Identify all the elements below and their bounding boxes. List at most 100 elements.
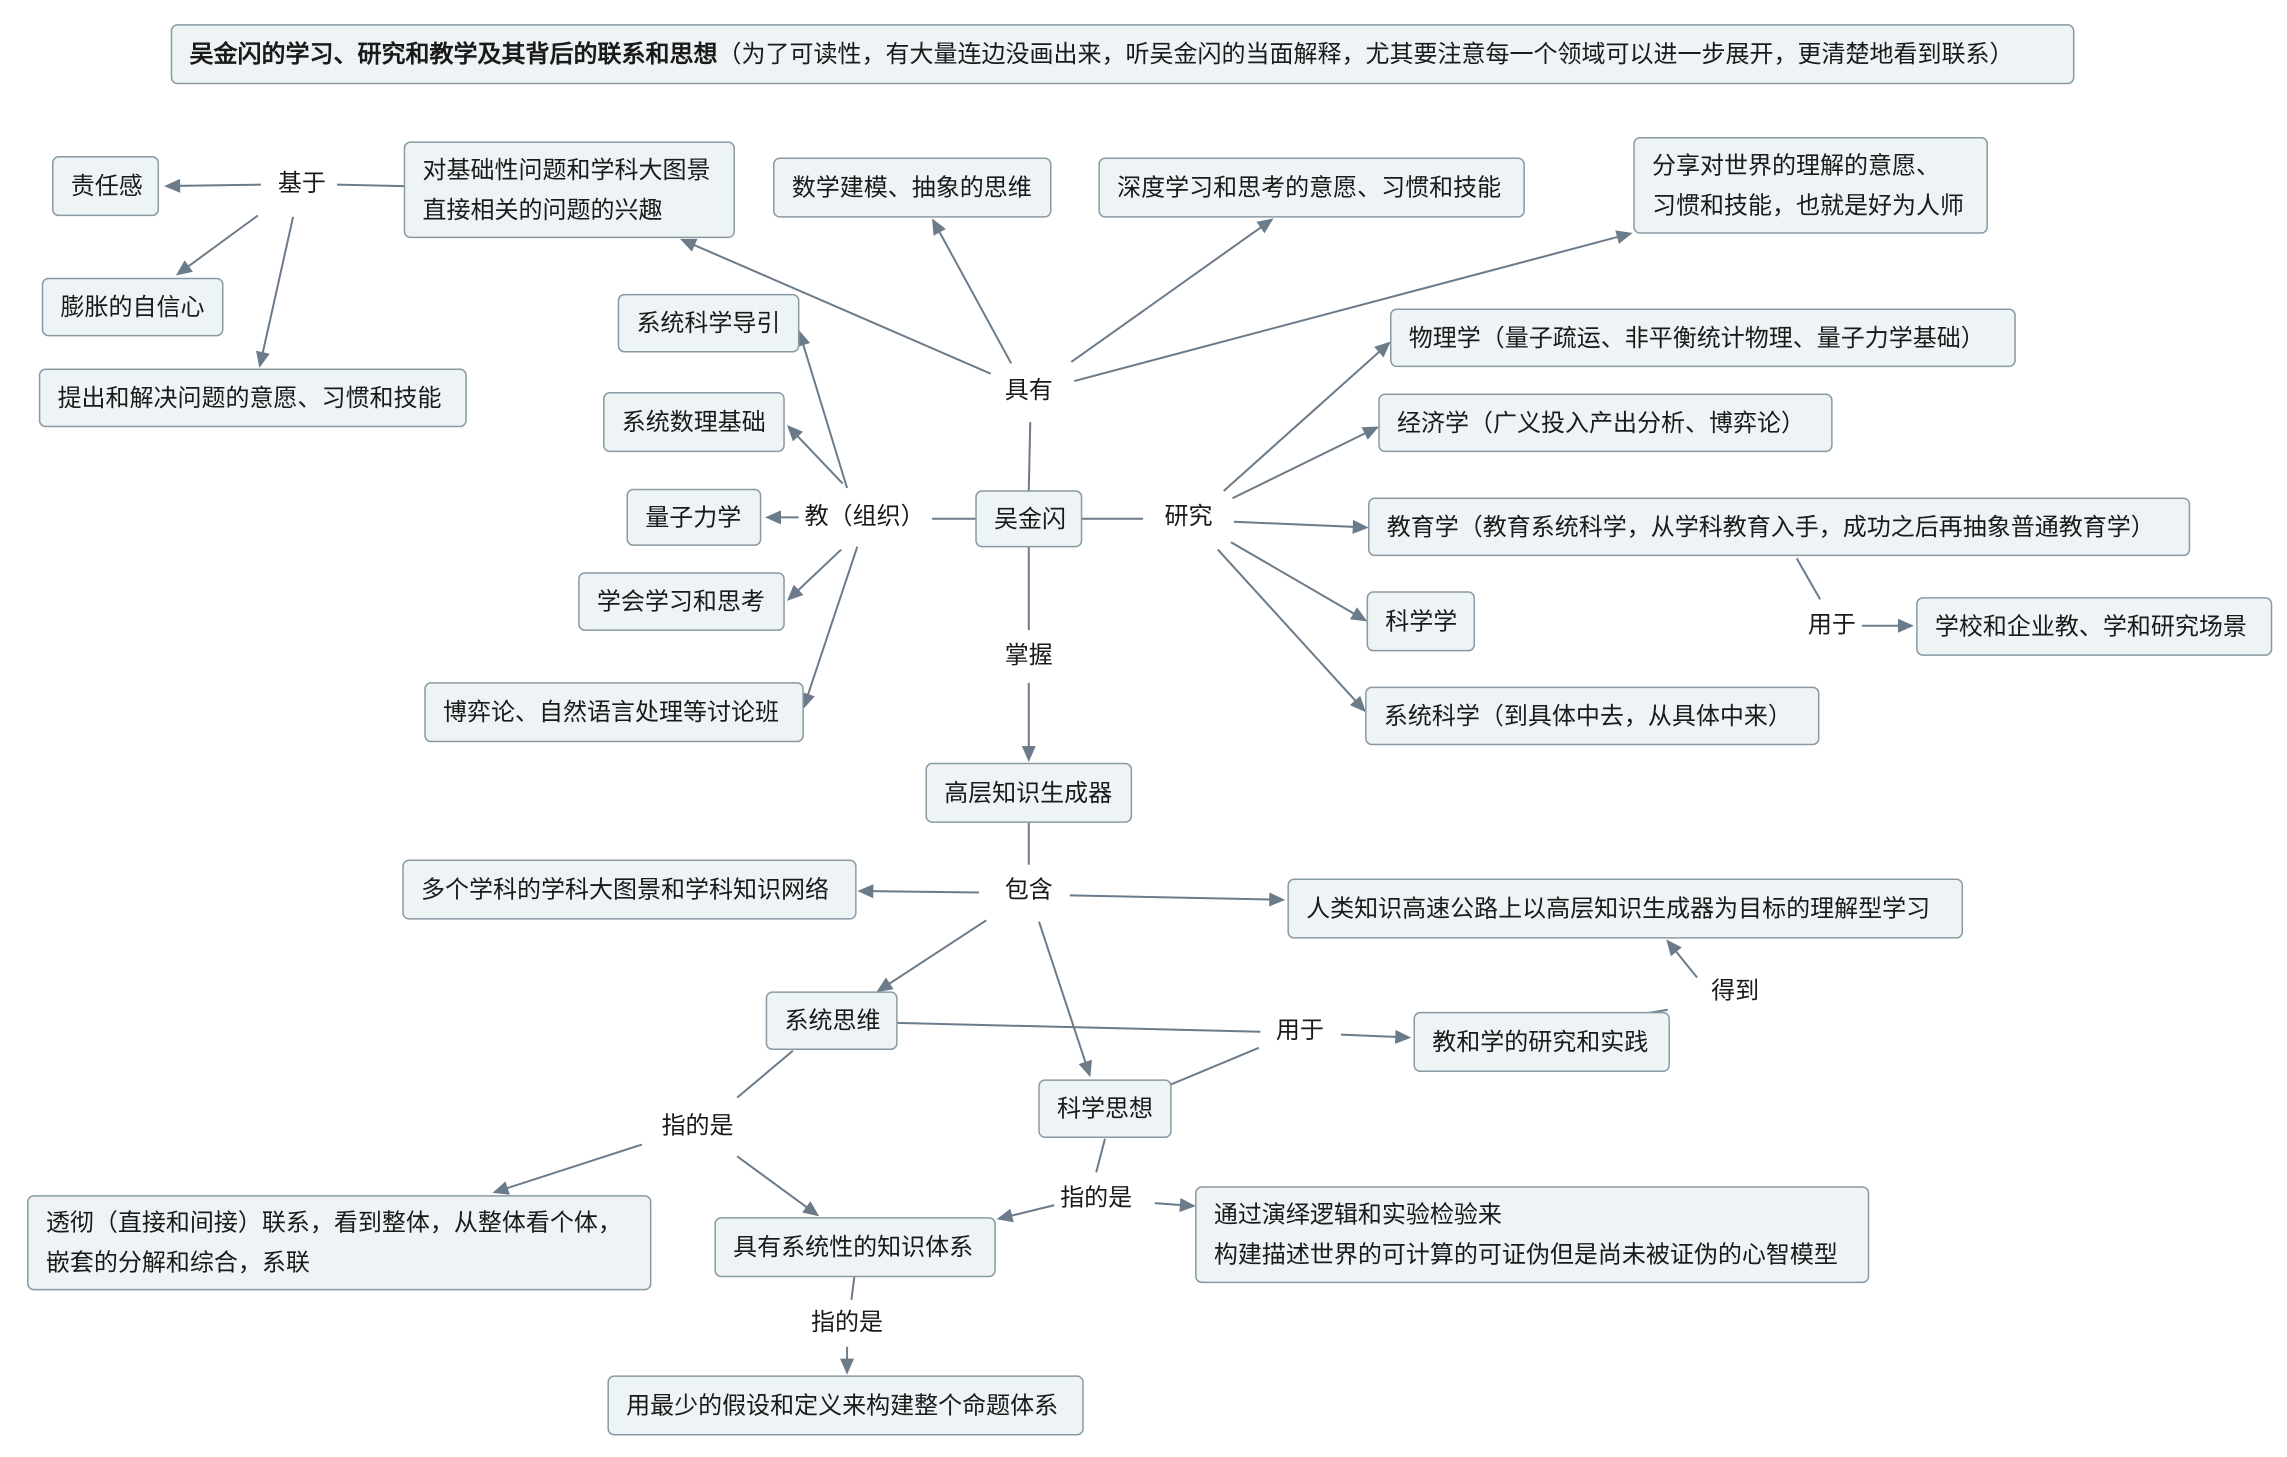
node-label: 具有系统性的知识体系: [733, 1233, 973, 1261]
edge-line: [794, 433, 844, 485]
node-systems-science[interactable]: 系统科学（到具体中去，从具体中来）: [1365, 686, 1820, 746]
edge-line: [1230, 541, 1358, 617]
node-learn-think[interactable]: 学会学习和思考: [578, 572, 785, 631]
node-box: [1366, 591, 1476, 652]
relation-label-bg: [1801, 606, 1862, 643]
relation-label-bg: [1269, 1012, 1330, 1049]
node-box: [1390, 308, 2016, 368]
edge: [175, 214, 259, 276]
edge: [1666, 939, 1698, 979]
relation-research: 研究: [1158, 497, 1219, 534]
edge: [1859, 618, 1914, 633]
node-highway[interactable]: 人类知识高速公路上以高层知识生成器为目标的理解型学习: [1287, 878, 1964, 939]
node-big-picture[interactable]: 多个学科的学科大图景和学科知识网络: [402, 859, 857, 920]
node-responsibility[interactable]: 责任感: [52, 156, 160, 217]
relation-label-bg: [655, 1107, 740, 1144]
node-economics[interactable]: 经济学（广义投入产出分析、博弈论）: [1378, 393, 1833, 453]
node-minimal-axioms[interactable]: 用最少的假设和定义来构建整个命题体系: [607, 1375, 1084, 1436]
node-education[interactable]: 教育学（教育系统科学，从学科教育入手，成功之后再抽象普通教育学）: [1368, 497, 2191, 557]
edge: [796, 329, 849, 489]
node-physics[interactable]: 物理学（量子疏运、非平衡统计物理、量子力学基础）: [1390, 308, 2016, 368]
edge: [850, 1276, 856, 1301]
node-box: [626, 488, 762, 546]
node-label: 对基础性问题和学科大图景: [422, 156, 710, 184]
edge: [736, 1155, 820, 1217]
relation-label: 教（组织）: [805, 502, 925, 530]
node-label: 科学学: [1385, 607, 1457, 635]
node-problem-solving[interactable]: 提出和解决问题的意愿、习惯和技能: [38, 368, 467, 428]
edge: [857, 884, 979, 899]
arrowhead: [1269, 892, 1286, 907]
node-label: 构建描述世界的可计算的可证伪但是尚未被证伪的心智模型: [1214, 1241, 1838, 1269]
edge: [1154, 1197, 1196, 1212]
edge: [1230, 541, 1368, 622]
node-box: [403, 141, 735, 239]
node-box: [38, 368, 467, 428]
node-label: 膨胀的自信心: [60, 293, 204, 321]
relation-label: 指的是: [811, 1308, 883, 1336]
node-high-level-generator[interactable]: 高层知识生成器: [925, 762, 1133, 823]
edge: [932, 218, 1013, 364]
node-box: [27, 1195, 652, 1291]
relation-label: 具有: [1005, 376, 1053, 404]
node-sys-sci-intro[interactable]: 系统科学导引: [617, 293, 800, 353]
relation-label: 掌握: [1005, 641, 1053, 669]
node-sharing[interactable]: 分享对世界的理解的意愿、习惯和技能，也就是好为人师: [1633, 137, 1988, 234]
arrowhead: [1256, 218, 1274, 234]
node-math-modeling[interactable]: 数学建模、抽象的思维: [773, 157, 1052, 218]
node-systems-thinking[interactable]: 系统思维: [765, 991, 898, 1051]
edge: [801, 546, 859, 710]
edge: [1217, 548, 1366, 713]
node-systematic-knowledge[interactable]: 具有系统性的知识体系: [714, 1217, 996, 1278]
node-science-of-science[interactable]: 科学学: [1366, 591, 1476, 652]
node-scientific-thinking[interactable]: 科学思想: [1038, 1079, 1172, 1138]
edge: [1027, 422, 1032, 491]
edge-line: [795, 548, 842, 594]
edge: [1223, 341, 1391, 492]
arrowhead: [1179, 1197, 1196, 1212]
node-seminars[interactable]: 博弈论、自然语言处理等讨论班: [424, 682, 804, 743]
node-box: [773, 157, 1052, 218]
arrowhead: [786, 424, 804, 442]
relation-has: 具有: [998, 371, 1059, 408]
relation-label: 研究: [1165, 502, 1213, 530]
node-label: 深度学习和思考的意愿、习惯和技能: [1117, 174, 1501, 202]
edge-line: [801, 340, 849, 489]
edge-line: [1070, 224, 1265, 363]
edge-line: [337, 183, 405, 188]
edge-line: [261, 216, 295, 357]
relation-label-bg: [1158, 497, 1219, 534]
node-teaching-research[interactable]: 教和学的研究和实践: [1413, 1011, 1670, 1073]
relation-label: 用于: [1276, 1016, 1324, 1044]
edge-line: [896, 1021, 1261, 1033]
node-label: 科学思想: [1057, 1095, 1153, 1123]
edge-line: [1217, 548, 1359, 705]
node-center[interactable]: 吴金闪: [975, 490, 1083, 548]
node-label: 博弈论、自然语言处理等讨论班: [443, 698, 779, 726]
node-label: 嵌套的分解和综合，系联: [46, 1249, 310, 1277]
node-insight[interactable]: 透彻（直接和间接）联系，看到整体，从整体看个体，嵌套的分解和综合，系联: [27, 1195, 652, 1291]
node-box: [578, 572, 785, 631]
node-school-enterprise[interactable]: 学校和企业教、学和研究场景: [1916, 597, 2273, 656]
arrowhead: [1078, 1059, 1092, 1078]
node-deep-learning[interactable]: 深度学习和思考的意愿、习惯和技能: [1098, 157, 1525, 218]
node-box: [1916, 597, 2273, 656]
edge: [1233, 519, 1369, 534]
node-quantum[interactable]: 量子力学: [626, 488, 762, 546]
node-box: [1378, 393, 1833, 453]
arrowhead: [857, 884, 874, 899]
node-box: [607, 1375, 1084, 1436]
edge-line: [1038, 921, 1088, 1067]
node-confidence[interactable]: 膨胀的自信心: [41, 277, 224, 337]
node-box: [975, 490, 1083, 548]
node-label: 人类知识高速公路上以高层知识生成器为目标的理解型学习: [1306, 895, 1930, 923]
edge: [492, 1143, 643, 1195]
title-note: （为了可读性，有大量连边没画出来，听吴金闪的当面解释，尤其要注意每一个领域可以进…: [717, 40, 2013, 68]
relation-contains: 包含: [998, 871, 1059, 908]
edges-layer: [164, 178, 1914, 1375]
node-sys-math[interactable]: 系统数理基础: [603, 392, 785, 453]
edge: [1073, 230, 1633, 382]
